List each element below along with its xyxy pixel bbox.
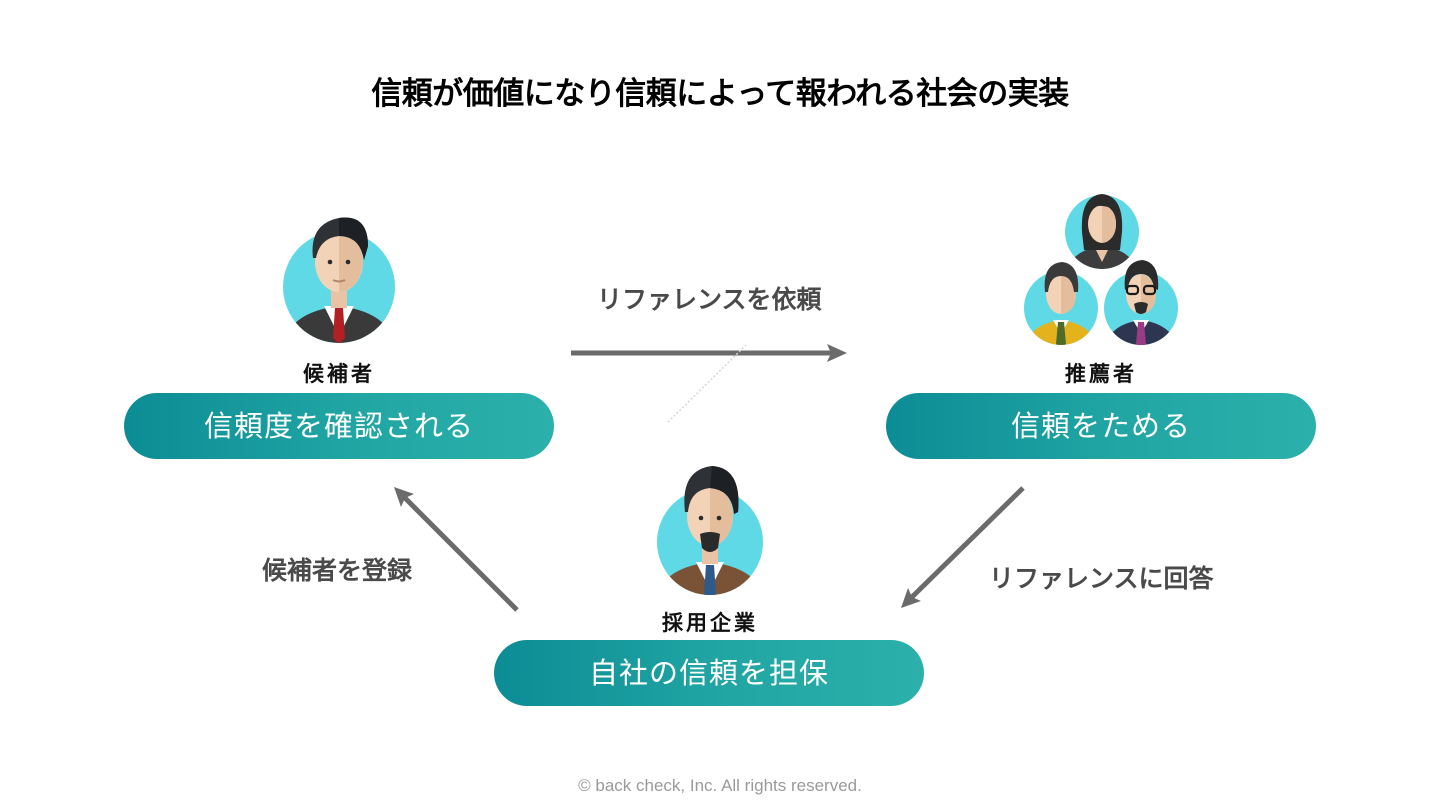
edge-label-request: リファレンスを依頼: [597, 285, 822, 314]
candidate-pill: 信頼度を確認される: [124, 393, 554, 459]
edge-label-answer: リファレンスに回答: [989, 564, 1214, 593]
faint-dashed-line: [667, 344, 747, 423]
recommender-pill: 信頼をためる: [886, 393, 1316, 459]
arrow-candidate-to-recommender: [571, 344, 847, 362]
recommenders-avatar-icon: [1024, 194, 1178, 345]
company-pill: 自社の信頼を担保: [494, 640, 924, 706]
candidate-avatar-icon: [283, 217, 395, 343]
copyright-footer: © back check, Inc. All rights reserved.: [578, 776, 862, 795]
candidate-role-label: 候補者: [303, 362, 375, 386]
edge-label-register: 候補者を登録: [262, 556, 413, 585]
page-title: 信頼が価値になり信頼によって報われる社会の実装: [371, 76, 1069, 112]
arrow-recommender-to-company: [901, 486, 1025, 608]
arrow-company-to-candidate: [394, 487, 519, 612]
company-role-label: 採用企業: [662, 611, 758, 635]
company-avatar-icon: [657, 466, 763, 595]
recommender-role-label: 推薦者: [1065, 362, 1137, 386]
